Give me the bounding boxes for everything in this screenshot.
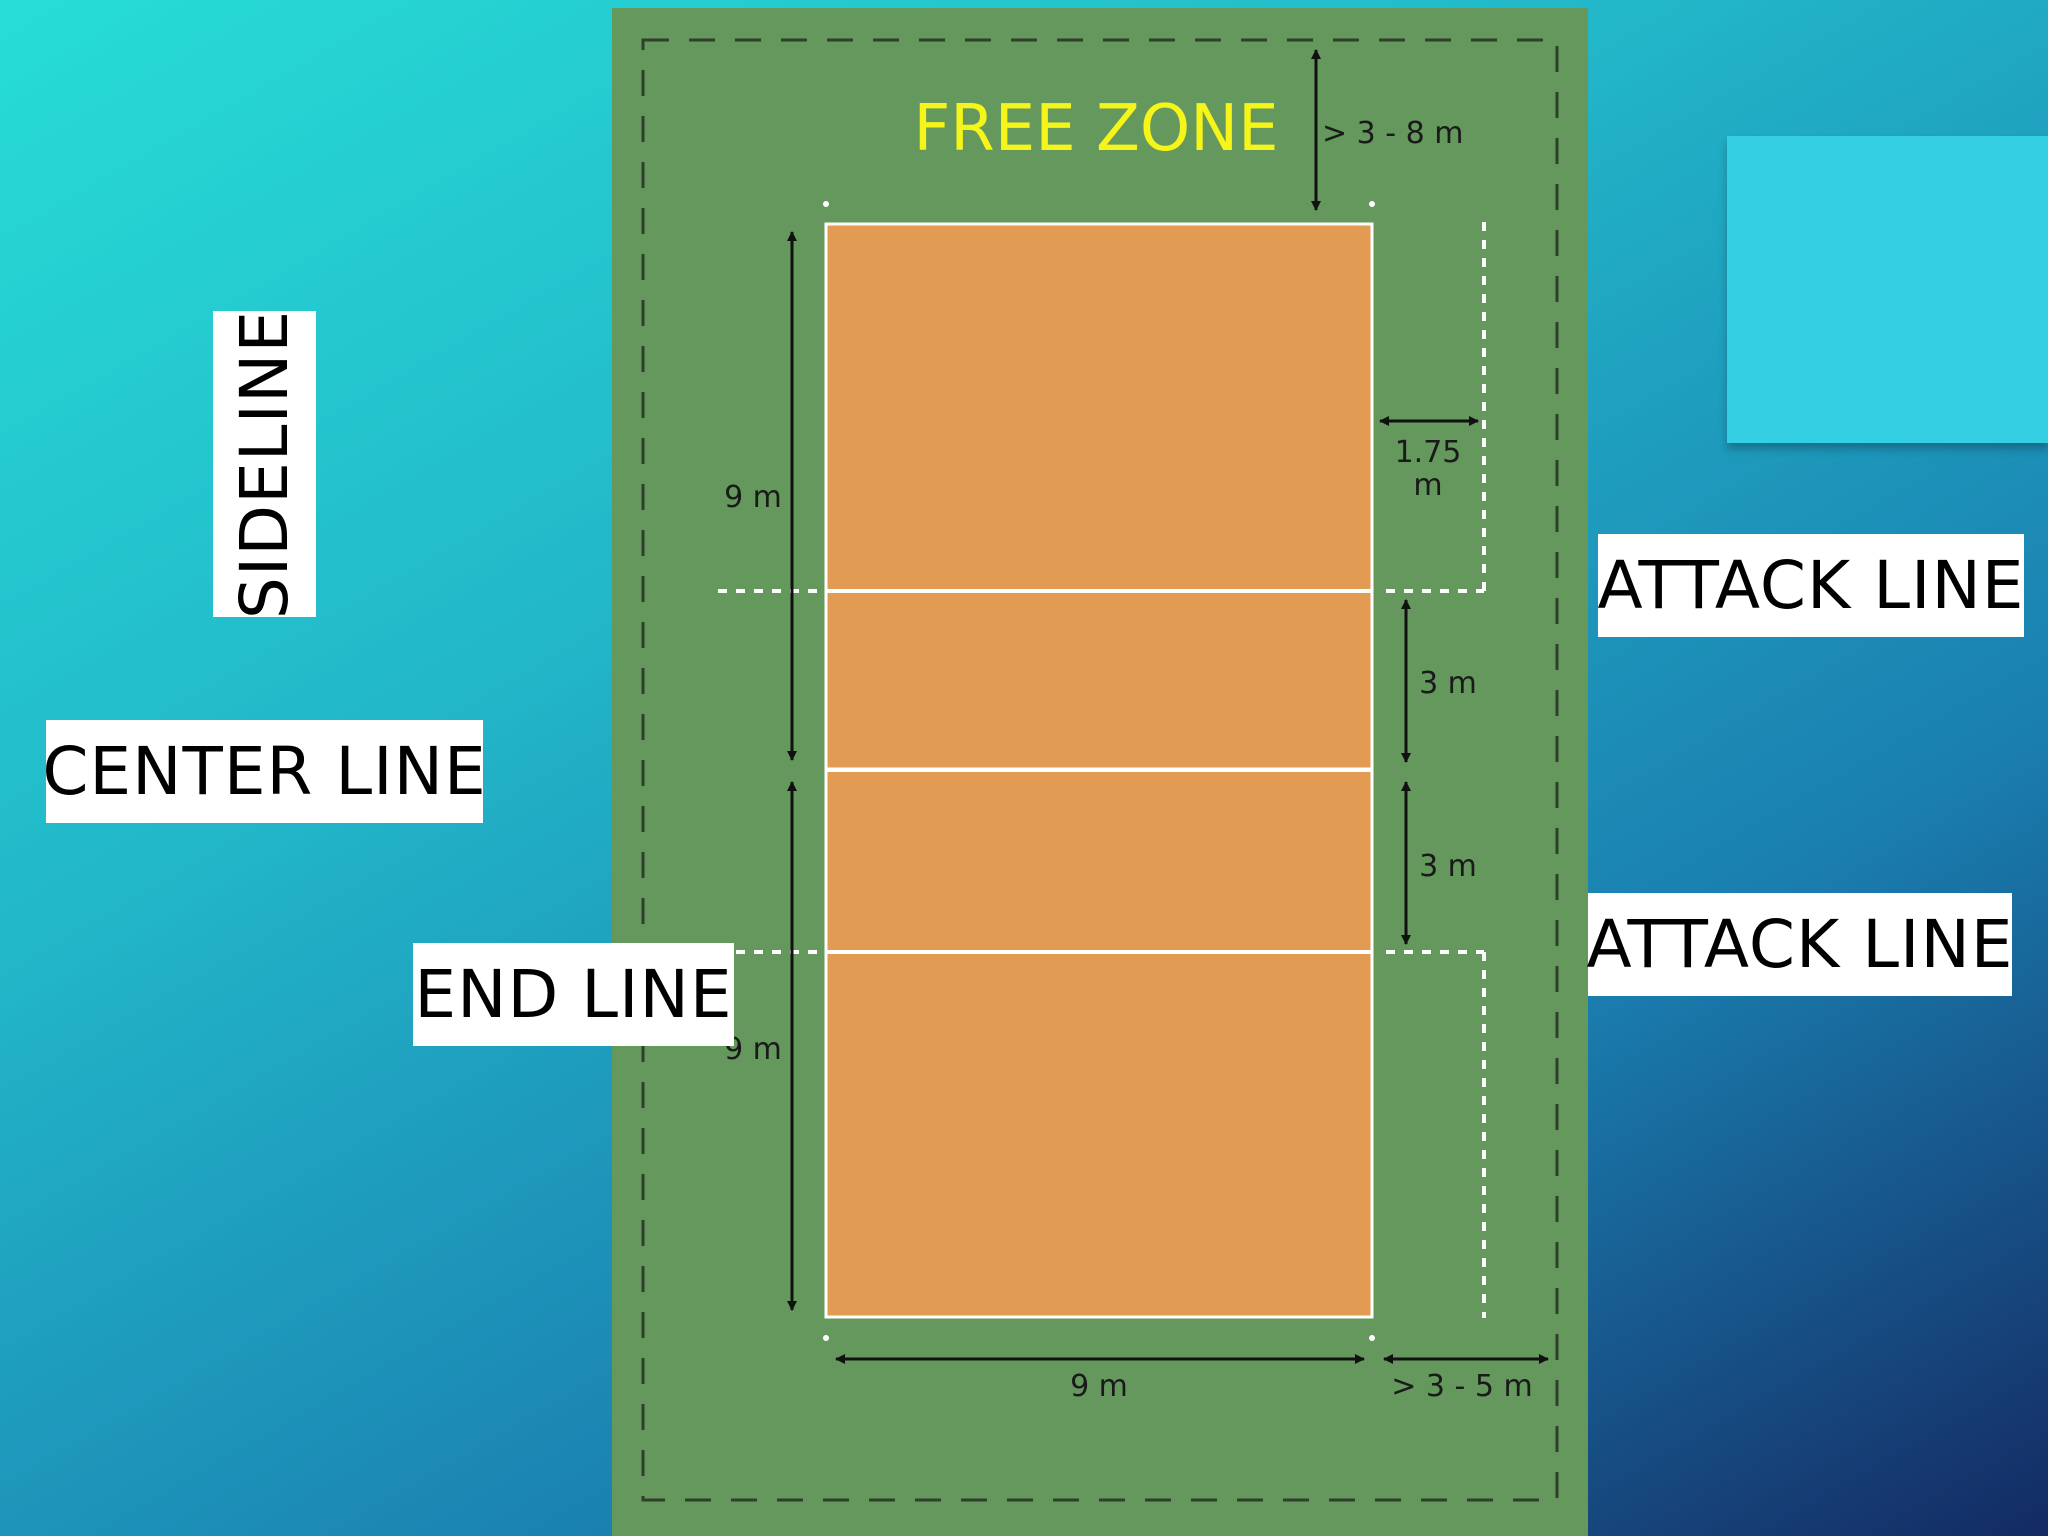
sideline-label-box: SIDELINE	[213, 309, 316, 619]
dimension-attack-lower-text: 3 m	[1419, 849, 1477, 884]
attack-line-lower-label: ATTACK LINE	[1586, 906, 2014, 983]
free-zone-label: FREE ZONE	[913, 92, 1278, 166]
court-lower-half	[824, 768, 1374, 1319]
decorative-card	[1727, 136, 2048, 443]
court-upper-half	[824, 222, 1374, 771]
sideline-label: SIDELINE	[226, 309, 304, 619]
dimension-substitution-width-text: 1.75	[1395, 435, 1462, 470]
attack-line-upper-label-box: ATTACK LINE	[1598, 534, 2024, 637]
attack-line-lower-label-box: ATTACK LINE	[1586, 893, 2014, 996]
end-line-label-box: END LINE	[413, 943, 734, 1046]
corner-dot	[1369, 201, 1375, 207]
dimension-free-zone-side-text: > 3 - 5 m	[1391, 1369, 1533, 1404]
free-zone-boundary	[641, 38, 1559, 1502]
center-line-label-box: CENTER LINE	[42, 720, 486, 823]
corner-dot	[823, 1335, 829, 1341]
corner-dot	[1369, 1335, 1375, 1341]
dimension-court-width-text: 9 m	[1070, 1369, 1128, 1404]
dimension-substitution-unit-text: m	[1413, 468, 1442, 503]
dimension-half-top-text: 9 m	[724, 480, 782, 515]
dimension-free-zone-top-text: > 3 - 8 m	[1322, 116, 1464, 151]
center-line-label: CENTER LINE	[42, 733, 487, 810]
corner-dot	[823, 201, 829, 207]
attack-line-upper-label: ATTACK LINE	[1597, 547, 2025, 624]
end-line-label: END LINE	[414, 956, 733, 1033]
dimension-attack-upper-text: 3 m	[1419, 666, 1477, 701]
